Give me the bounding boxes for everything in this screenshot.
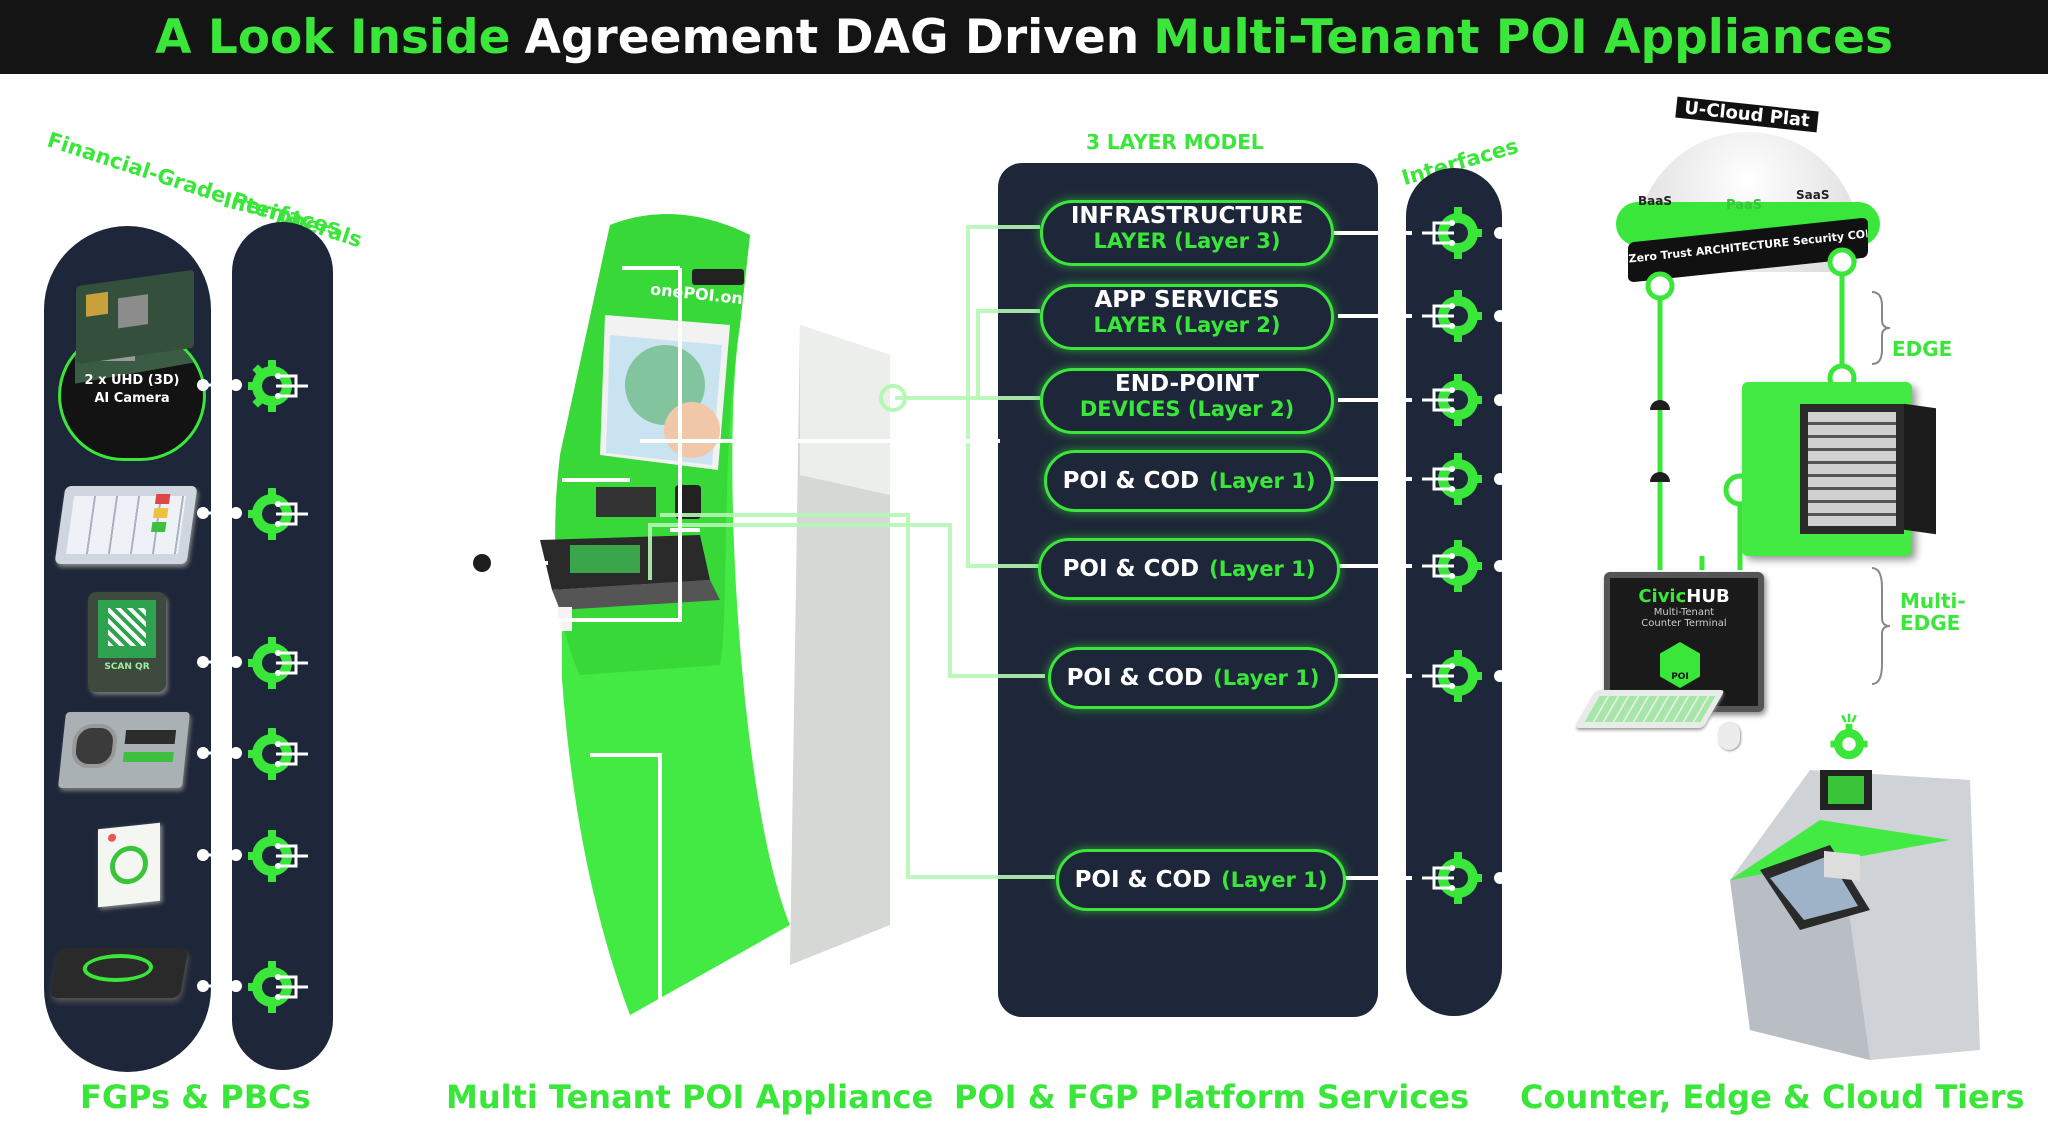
civic-sub-2: Counter Terminal xyxy=(1641,618,1727,629)
qr-scanner-image: SCAN QR xyxy=(88,592,166,692)
interface-gear-icon xyxy=(248,637,308,689)
civic-badge: POI xyxy=(1671,672,1689,682)
multi-edge-label-1: Multi- xyxy=(1900,589,1966,613)
wireless-puck-image xyxy=(49,948,189,998)
model-header: 3 LAYER MODEL xyxy=(1086,130,1264,154)
bottom-label-tiers: Counter, Edge & Cloud Tiers xyxy=(1520,1078,2025,1116)
layer-poi-cod: POI & COD (Layer 1) xyxy=(1056,849,1346,911)
interface-gear-icon xyxy=(1422,453,1482,505)
baas-label: BaaS xyxy=(1638,194,1672,208)
pin-pad-image xyxy=(54,486,198,564)
accessibility-sign-image xyxy=(98,822,160,908)
layer-line2: (Layer 1) xyxy=(1209,557,1316,581)
layer-poi-cod: POI & COD (Layer 1) xyxy=(1038,538,1340,600)
edge-label: EDGE xyxy=(1892,337,1953,361)
interface-gear-icon xyxy=(1422,650,1482,702)
bottom-label-fgps: FGPs & PBCs xyxy=(80,1078,311,1116)
layer-line2: DEVICES (Layer 2) xyxy=(1079,397,1295,421)
layer-end-point-devices: END-POINT DEVICES (Layer 2) xyxy=(1040,368,1334,434)
layer-line1: POI & COD xyxy=(1066,665,1204,691)
keyboard xyxy=(1575,690,1725,728)
interface-gear-icon xyxy=(248,488,308,540)
interface-gear-icon xyxy=(1422,374,1482,426)
civic-sub-1: Multi-Tenant xyxy=(1653,607,1715,618)
interface-gear-icon xyxy=(248,830,308,882)
cloud-arc-label: U-Cloud Plat xyxy=(1675,96,1819,133)
civic-label-1: Civic xyxy=(1638,586,1687,607)
layer-app-services: APP SERVICES LAYER (Layer 2) xyxy=(1040,284,1334,350)
interface-gear-icon xyxy=(1422,290,1482,342)
interface-gear-icon xyxy=(1422,852,1482,904)
mouse xyxy=(1718,722,1740,750)
layer-line2: LAYER (Layer 3) xyxy=(1093,229,1281,253)
multi-edge-label-2: EDGE xyxy=(1900,611,1961,635)
card-reader-image xyxy=(58,712,190,788)
saas-label: SaaS xyxy=(1796,188,1830,202)
bottom-label-services: POI & FGP Platform Services xyxy=(954,1078,1470,1116)
paas-label: PaaS xyxy=(1726,198,1763,213)
civichub-terminal: CivicHUB Multi-Tenant Counter Terminal P… xyxy=(1604,572,1764,712)
layer-line2: (Layer 1) xyxy=(1209,469,1316,493)
kiosk-appliance xyxy=(540,214,890,1016)
layer-line1: INFRASTRUCTURE xyxy=(1070,203,1304,229)
interface-gear-icon xyxy=(1422,207,1482,259)
layer-line1: APP SERVICES xyxy=(1094,287,1280,313)
layer-poi-cod: POI & COD (Layer 1) xyxy=(1048,647,1338,709)
scanner-label: SCAN QR xyxy=(104,662,150,672)
layer-infrastructure: INFRASTRUCTURE LAYER (Layer 3) xyxy=(1040,200,1334,266)
layer-poi-cod: POI & COD (Layer 1) xyxy=(1044,450,1334,512)
interface-gear-icon xyxy=(248,360,308,412)
title-part-1: A Look Inside xyxy=(155,9,511,65)
edge-server-rack xyxy=(1742,382,1936,556)
layer-line2: (Layer 1) xyxy=(1213,666,1320,690)
camera-caption-1: 2 x UHD (3D) xyxy=(84,373,180,388)
counter-terminal xyxy=(1730,770,1980,1060)
civic-label-2: HUB xyxy=(1686,586,1730,607)
bottom-label-appliance: Multi Tenant POI Appliance xyxy=(446,1078,934,1116)
layer-line1: POI & COD xyxy=(1062,556,1200,582)
interface-gear-icon xyxy=(1422,540,1482,592)
interface-gear-icon xyxy=(248,728,308,780)
layer-line1: POI & COD xyxy=(1074,867,1212,893)
layer-line1: END-POINT xyxy=(1115,371,1259,397)
title-bar: A Look Inside Agreement DAG Driven Multi… xyxy=(0,0,2048,74)
camera-caption-2: AI Camera xyxy=(94,391,170,406)
title-part-3: Multi-Tenant POI Appliances xyxy=(1153,9,1893,65)
camera-board-top xyxy=(76,269,194,365)
title-part-2: Agreement DAG Driven xyxy=(524,9,1140,65)
counter-gear-icon xyxy=(1830,713,1868,760)
layer-line2: (Layer 1) xyxy=(1221,868,1328,892)
layer-line2: LAYER (Layer 2) xyxy=(1093,313,1281,337)
cloud-platform: Zero Trust ARCHITECTURE Security CORE U-… xyxy=(1616,96,1880,283)
layer-line1: POI & COD xyxy=(1062,468,1200,494)
interface-gear-icon xyxy=(248,961,308,1013)
